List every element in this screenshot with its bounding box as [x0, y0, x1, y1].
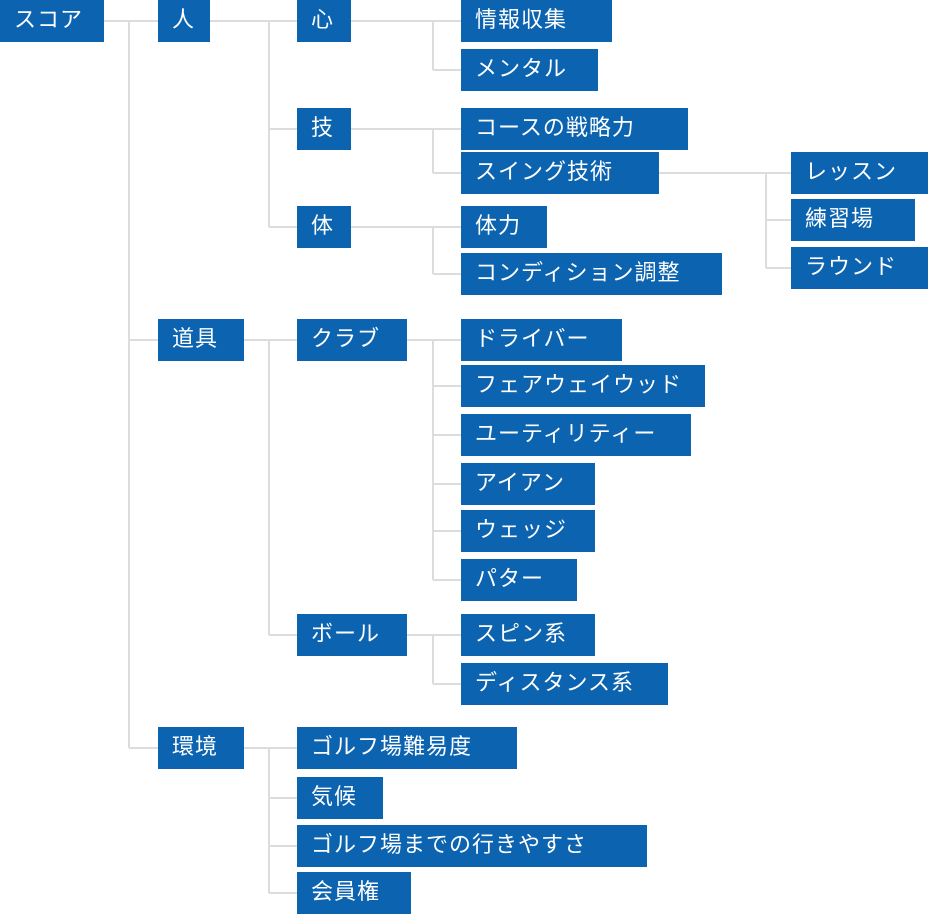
node-mind: 心 [297, 0, 351, 42]
node-course-difficulty: ゴルフ場難易度 [297, 727, 517, 769]
node-climate: 気候 [297, 777, 383, 819]
node-root-score: スコア [0, 0, 104, 42]
node-lesson: レッスン [791, 152, 928, 194]
node-fairway-wood: フェアウェイウッド [461, 365, 705, 407]
node-environment: 環境 [158, 727, 244, 769]
node-practice-range: 練習場 [791, 199, 915, 241]
node-wedge: ウェッジ [461, 510, 595, 552]
node-putter: パター [461, 559, 577, 601]
node-utility: ユーティリティー [461, 414, 691, 456]
node-equipment: 道具 [158, 319, 244, 361]
node-course-access: ゴルフ場までの行きやすさ [297, 825, 647, 867]
node-balls: ボール [297, 614, 407, 656]
node-mental: メンタル [461, 49, 598, 91]
node-swing-technique: スイング技術 [461, 152, 659, 194]
node-people: 人 [158, 0, 210, 42]
node-conditioning: コンディション調整 [461, 253, 722, 295]
node-spin-ball: スピン系 [461, 614, 595, 656]
node-driver: ドライバー [461, 319, 622, 361]
node-membership: 会員権 [297, 872, 411, 914]
node-stamina: 体力 [461, 206, 547, 248]
node-distance-ball: ディスタンス系 [461, 663, 668, 705]
node-clubs: クラブ [297, 319, 407, 361]
node-round: ラウンド [791, 247, 928, 289]
node-skill: 技 [297, 108, 351, 150]
node-body: 体 [297, 206, 351, 248]
node-course-strategy: コースの戦略力 [461, 108, 688, 150]
node-iron: アイアン [461, 463, 595, 505]
node-info-gathering: 情報収集 [461, 0, 612, 42]
